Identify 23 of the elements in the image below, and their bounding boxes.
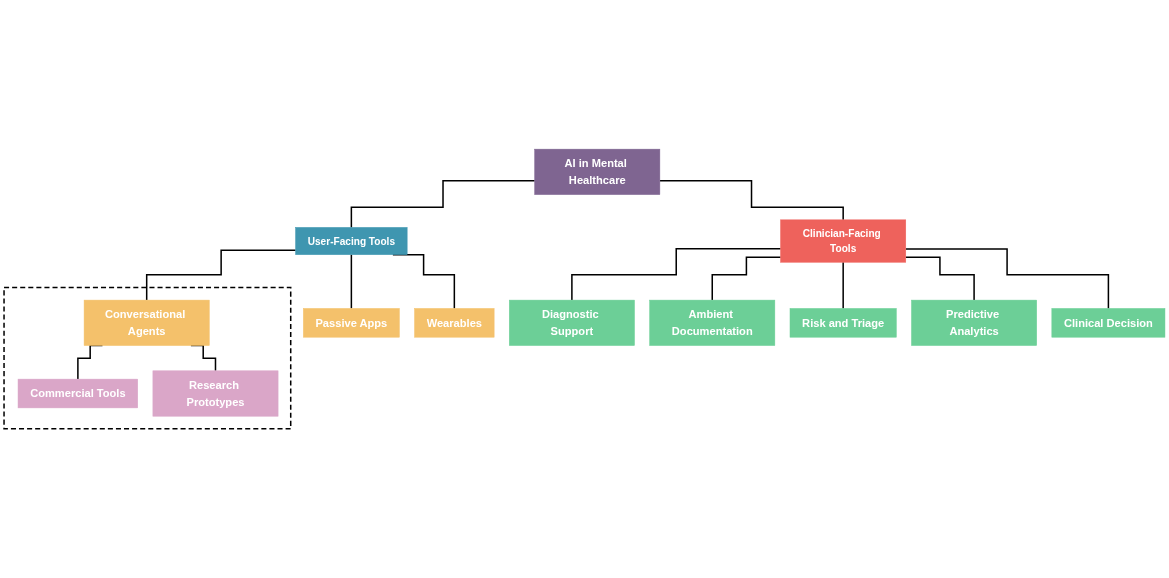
connector	[571, 248, 782, 301]
connector	[711, 256, 782, 301]
connector	[905, 256, 975, 301]
node-box: Risk and Triage	[789, 308, 897, 338]
node-box: Diagnostic Support	[509, 299, 635, 346]
node-box: Predictive Analytics	[911, 299, 1037, 346]
node-box: Passive Apps	[303, 308, 400, 338]
node-box: AI in Mental Healthcare	[534, 148, 661, 195]
node-box: Conversational Agents	[83, 299, 210, 346]
connector	[659, 180, 844, 221]
connector	[350, 180, 536, 229]
cluster	[3, 286, 292, 430]
node-box: Ambient Documentation	[649, 299, 776, 346]
node-box: Research Prototypes	[152, 370, 279, 417]
connector	[350, 253, 353, 310]
node-box: Clinician-Facing Tools	[780, 219, 906, 263]
node-box: Wearables	[414, 308, 495, 338]
connector	[905, 248, 1110, 310]
node-box: Commercial Tools	[17, 378, 138, 409]
node-box: Clinical Decision	[1051, 308, 1166, 338]
connector	[145, 249, 297, 301]
node-box: User-Facing Tools	[295, 227, 408, 255]
connector	[842, 261, 844, 310]
